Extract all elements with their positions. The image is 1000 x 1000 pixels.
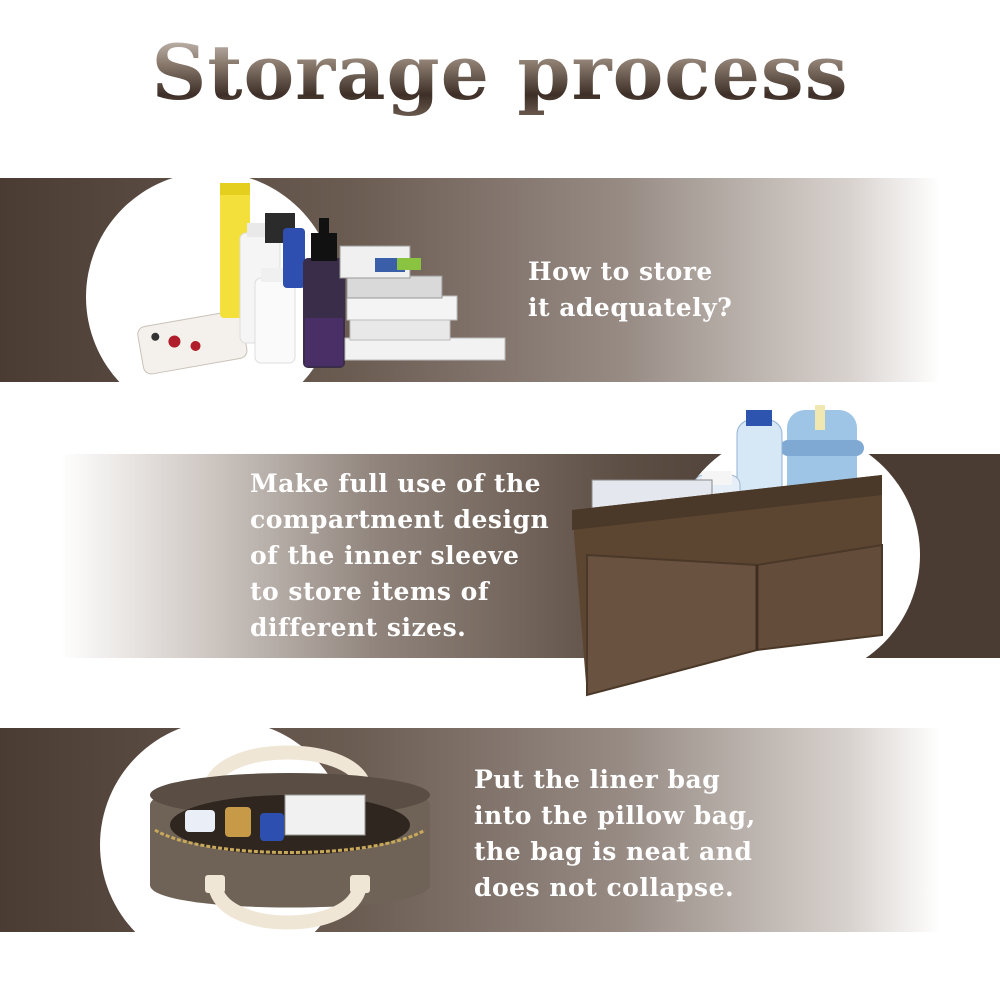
step-1-line-2: it adequately? (528, 293, 733, 322)
step-3-caption: Put the liner bag into the pillow bag, t… (474, 762, 756, 906)
step-2-line-2: compartment design (250, 505, 550, 534)
felt-organizer-insert-icon (572, 405, 883, 697)
step-2-caption: Make full use of the compartment design … (250, 466, 549, 646)
step-3-line-2: into the pillow bag, (474, 801, 756, 830)
step-3-line-1: Put the liner bag (474, 765, 721, 794)
step-2-line-1: Make full use of the (250, 469, 542, 498)
pillow-bag-icon (150, 745, 430, 930)
step-2-line-3: of the inner sleeve (250, 541, 520, 570)
step-1-line-1: How to store (528, 257, 713, 286)
step-3-line-3: the bag is neat and (474, 837, 753, 866)
cosmetics-and-books-icon (137, 183, 506, 375)
step-2-line-4: to store items of (250, 577, 490, 606)
step-3-line-4: does not collapse. (474, 873, 735, 902)
page-title: Storage process (0, 28, 1000, 117)
step-1-caption: How to store it adequately? (528, 254, 732, 326)
step-2-line-5: different sizes. (250, 613, 467, 642)
